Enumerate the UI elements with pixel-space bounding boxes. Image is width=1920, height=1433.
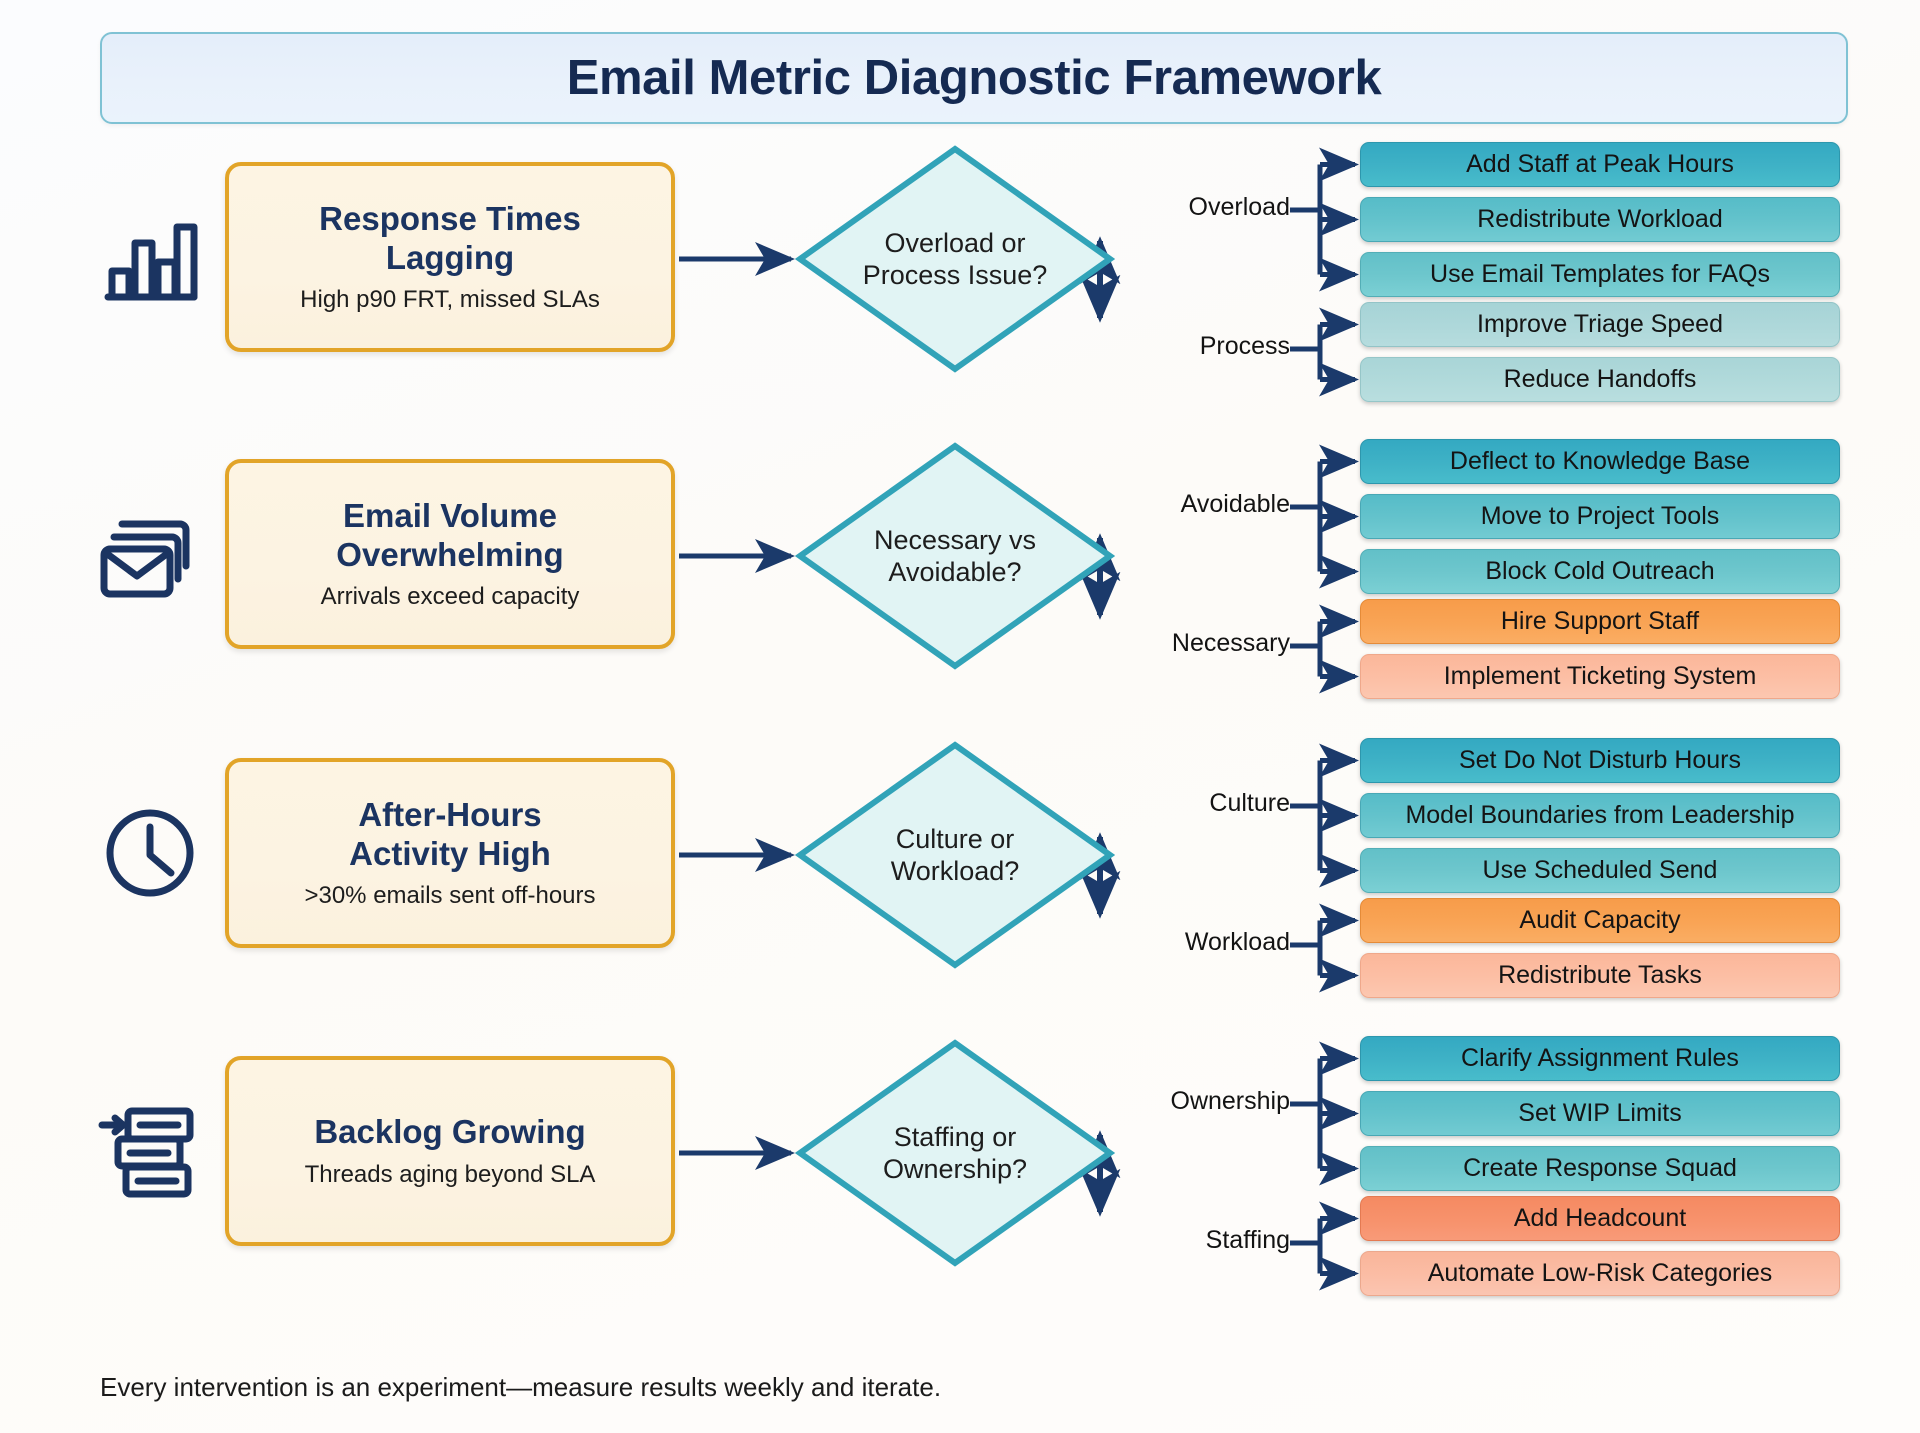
action-chip[interactable]: Use Email Templates for FAQs [1360, 252, 1840, 297]
action-chip[interactable]: Use Scheduled Send [1360, 848, 1840, 893]
problem-subtitle: Threads aging beyond SLA [304, 1160, 596, 1188]
clock-icon [95, 798, 205, 908]
action-chip[interactable]: Set Do Not Disturb Hours [1360, 738, 1840, 783]
page-title: Email Metric Diagnostic Framework [566, 51, 1382, 105]
action-chip[interactable]: Set WIP Limits [1360, 1091, 1840, 1136]
action-chip[interactable]: Improve Triage Speed [1360, 302, 1840, 347]
problem-title: Response Times Lagging [319, 199, 581, 276]
page-title-banner: Email Metric Diagnostic Framework [100, 32, 1848, 124]
action-chip[interactable]: Add Headcount [1360, 1196, 1840, 1241]
action-chip[interactable]: Deflect to Knowledge Base [1360, 439, 1840, 484]
action-chip[interactable]: Add Staff at Peak Hours [1360, 142, 1840, 187]
backlog-queue-icon [95, 1096, 205, 1206]
branch-label: Workload [1184, 928, 1290, 956]
branch-label: Process [1199, 332, 1290, 360]
branch-label: Overload [1188, 193, 1290, 221]
action-chip[interactable]: Reduce Handoffs [1360, 357, 1840, 402]
action-chip[interactable]: Create Response Squad [1360, 1146, 1840, 1191]
action-chip[interactable]: Model Boundaries from Leadership [1360, 793, 1840, 838]
action-chip[interactable]: Audit Capacity [1360, 898, 1840, 943]
decision-label: Necessary vs Avoidable? [873, 524, 1037, 587]
problem-title: Email Volume Overwhelming [336, 496, 564, 573]
stacked-envelopes-icon [95, 499, 205, 609]
decision-diamond[interactable]: Overload or Process Issue? [795, 144, 1115, 374]
bar-chart-icon [95, 202, 205, 312]
problem-subtitle: Arrivals exceed capacity [320, 583, 580, 611]
decision-label: Overload or Process Issue? [862, 227, 1048, 290]
problem-title: After-Hours Activity High [349, 795, 551, 872]
action-chip[interactable]: Hire Support Staff [1360, 599, 1840, 644]
branch-label: Necessary [1171, 629, 1290, 657]
decision-diamond[interactable]: Necessary vs Avoidable? [795, 441, 1115, 671]
decision-label: Culture or Workload? [890, 823, 1020, 886]
action-chip[interactable]: Move to Project Tools [1360, 494, 1840, 539]
branch-label: Culture [1209, 789, 1290, 817]
decision-diamond[interactable]: Culture or Workload? [795, 740, 1115, 970]
branch-label: Avoidable [1180, 490, 1290, 518]
problem-box[interactable]: After-Hours Activity High >30% emails sen… [225, 758, 675, 948]
action-chip[interactable]: Clarify Assignment Rules [1360, 1036, 1840, 1081]
action-chip[interactable]: Implement Ticketing System [1360, 654, 1840, 699]
action-chip[interactable]: Block Cold Outreach [1360, 549, 1840, 594]
action-chip[interactable]: Automate Low-Risk Categories [1360, 1251, 1840, 1296]
action-chip[interactable]: Redistribute Tasks [1360, 953, 1840, 998]
action-chip[interactable]: Redistribute Workload [1360, 197, 1840, 242]
decision-diamond[interactable]: Staffing or Ownership? [795, 1038, 1115, 1268]
branch-label: Staffing [1205, 1226, 1290, 1254]
branch-label: Ownership [1170, 1087, 1291, 1115]
problem-subtitle: High p90 FRT, missed SLAs [300, 286, 600, 314]
footer-note: Every intervention is an experiment—meas… [100, 1372, 942, 1402]
problem-subtitle: >30% emails sent off-hours [304, 882, 596, 910]
problem-title: Backlog Growing [314, 1113, 586, 1151]
decision-label: Staffing or Ownership? [882, 1121, 1028, 1184]
